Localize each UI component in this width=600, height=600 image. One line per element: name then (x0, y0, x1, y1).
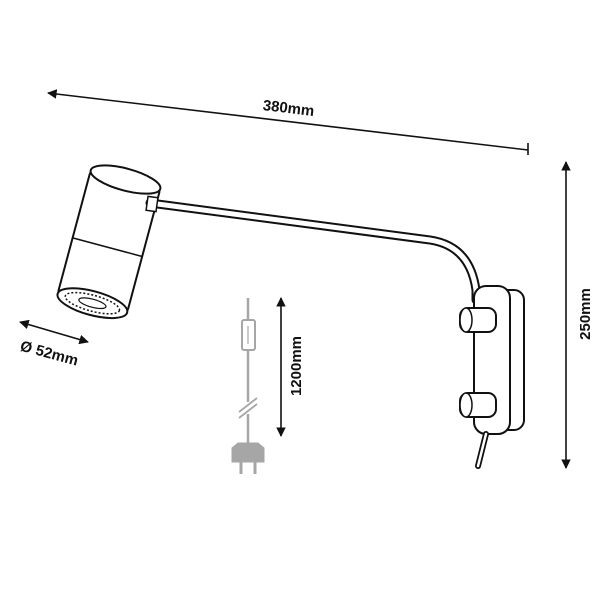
height-dimension-label: 250mm (577, 288, 594, 340)
mount-screw-top-cap (459, 307, 473, 333)
width-dimension-line (47, 89, 529, 151)
diameter-dimension-line (19, 319, 89, 345)
width-dimension: 380mm (47, 89, 529, 155)
lamp-arm-tube-inner (147, 200, 479, 303)
width-dimension-label: 380mm (262, 97, 315, 120)
diameter-dimension: Ø 52mm (18, 319, 89, 370)
lamp-head-band-line (72, 237, 143, 258)
power-cable (231, 298, 265, 474)
cable-length-dimension-label: 1200mm (288, 336, 305, 396)
lamp-bulb (78, 297, 107, 310)
mount-screw-bottom-cap (459, 392, 473, 418)
lamp-head (56, 164, 162, 320)
lamp-head-top (89, 164, 162, 195)
lamp-arm (145, 195, 481, 305)
lamp-arm-tube (145, 198, 481, 305)
height-dimension: 250mm (561, 161, 594, 469)
cable-break-mark-2 (238, 403, 258, 419)
mount-cable-inner (476, 432, 488, 468)
diameter-dimension-label: Ø 52mm (18, 338, 80, 370)
cable-length-dimension: 1200mm (276, 297, 305, 437)
wall-mount (459, 285, 525, 469)
cable-break-mark-1 (238, 397, 258, 413)
plug-body (231, 442, 265, 463)
lamp-arm-joint (145, 195, 159, 213)
